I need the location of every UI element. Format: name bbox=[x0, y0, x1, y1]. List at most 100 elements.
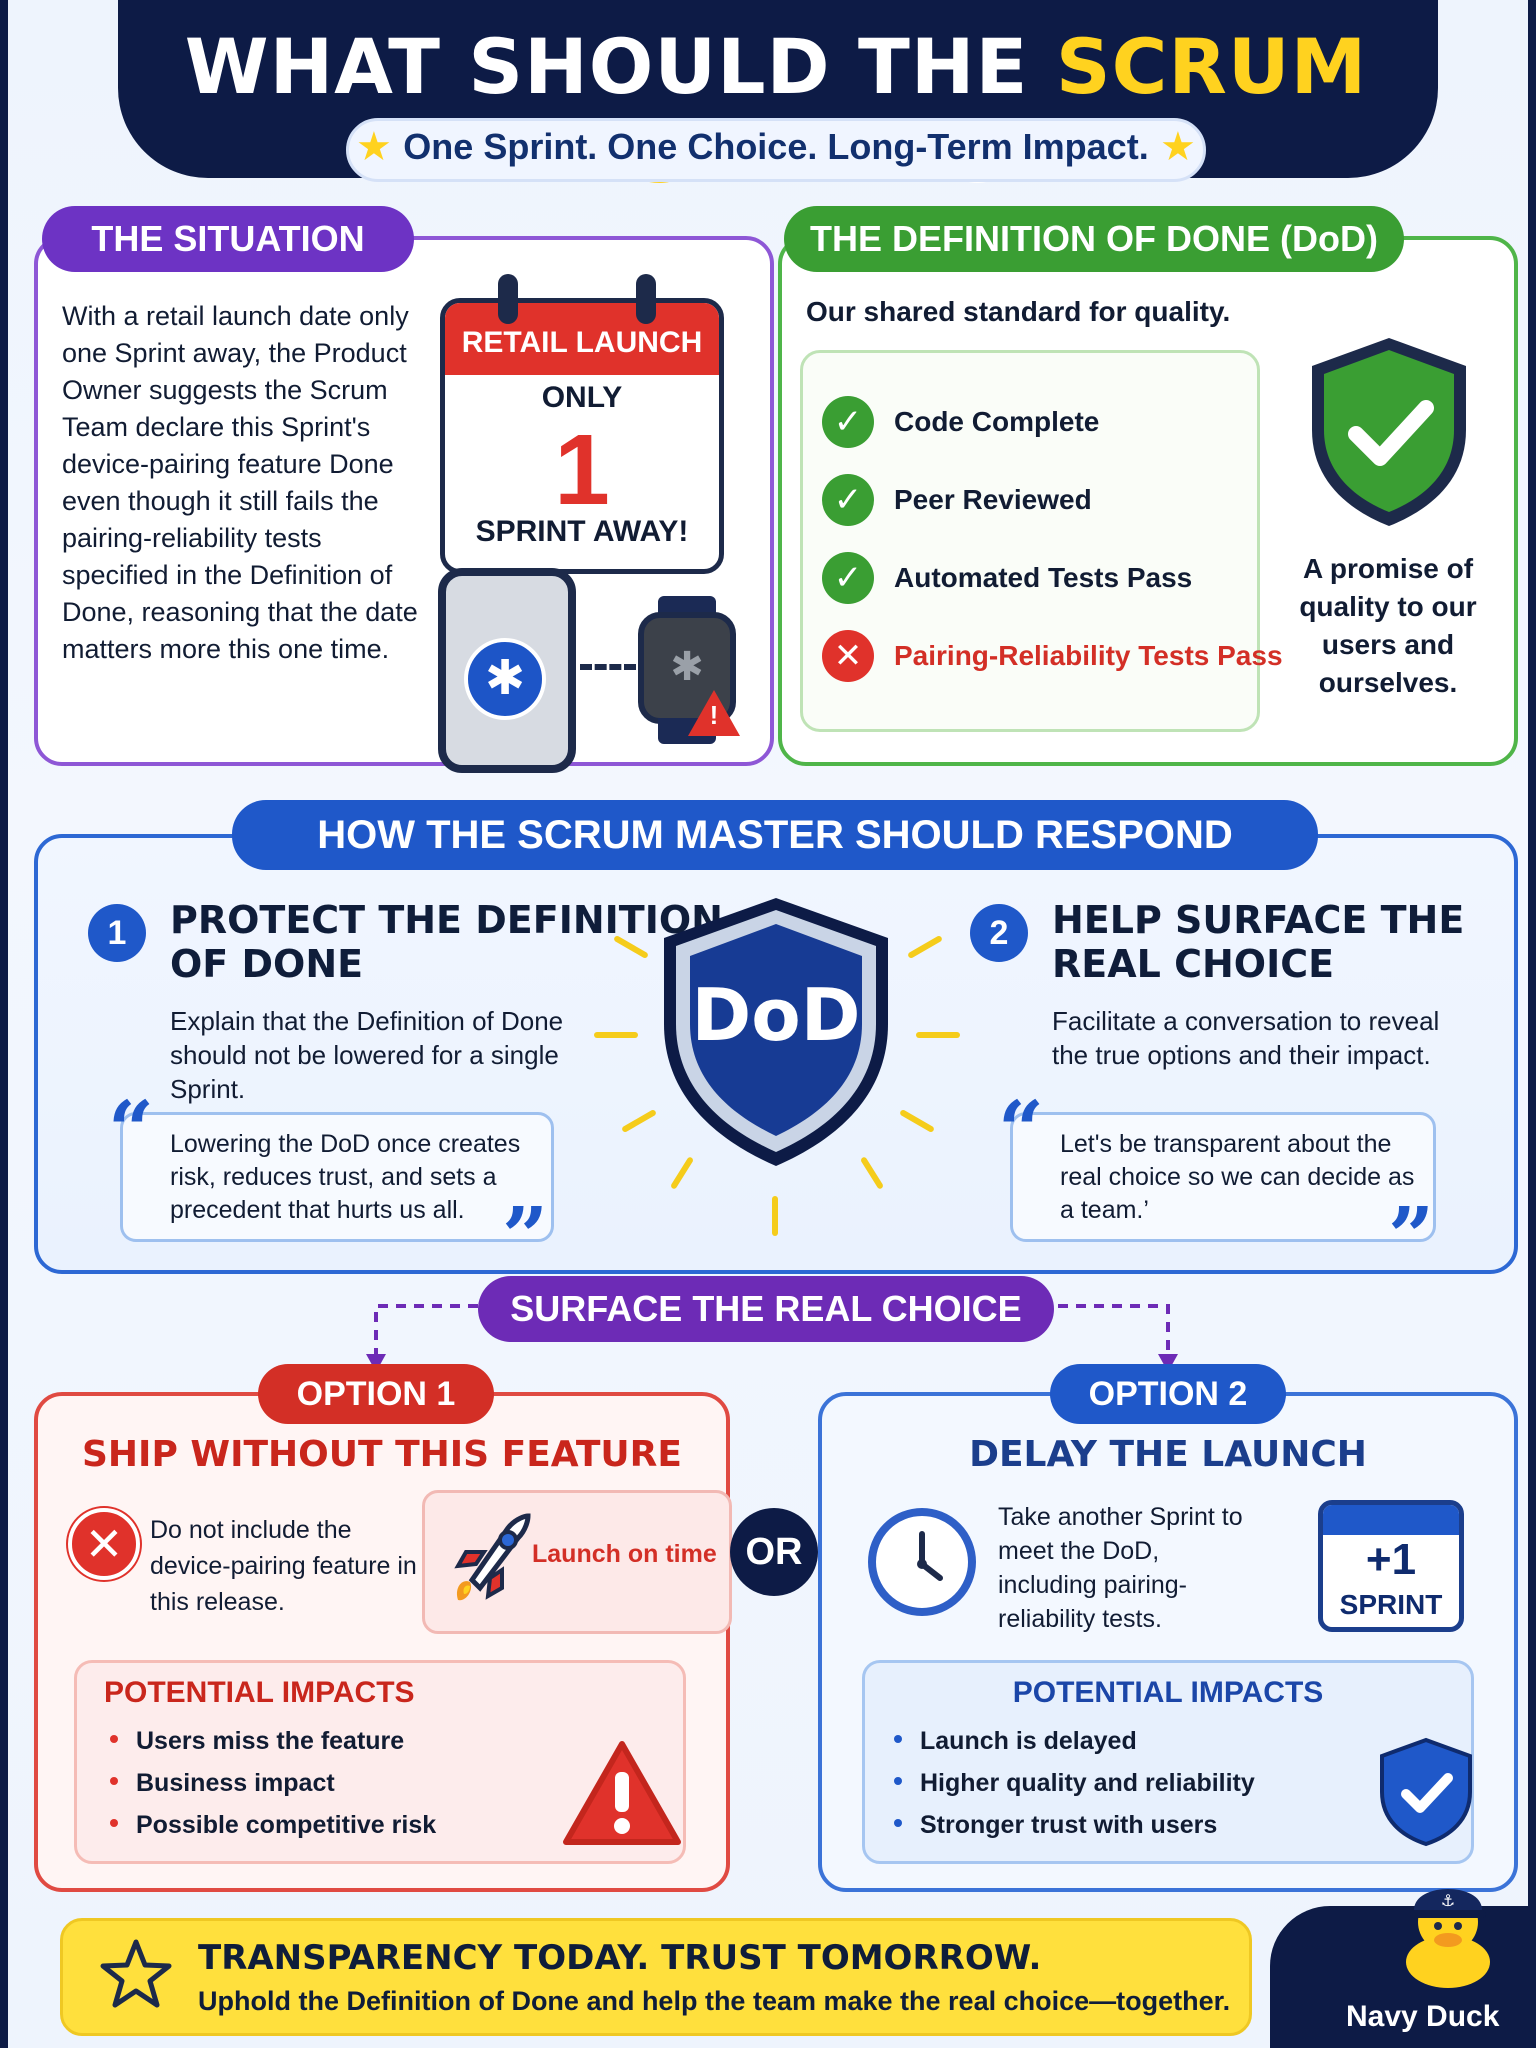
bullet bbox=[894, 1819, 902, 1828]
subtitle-pill bbox=[346, 118, 1206, 182]
option-2-heading: DELAY THE LAUNCH bbox=[969, 1434, 1367, 1475]
checklist-label: Code Complete bbox=[894, 406, 1100, 437]
dod-subtitle: Our shared standard for quality. bbox=[806, 296, 1231, 327]
step-2-quote: Let's be transparent about the real choi… bbox=[1060, 1130, 1415, 1224]
warning-icon bbox=[563, 1741, 681, 1845]
step-2-heading-line1: HELP SURFACE THE bbox=[1052, 898, 1465, 942]
shield-check-icon bbox=[1380, 1737, 1472, 1847]
calendar-away: SPRINT AWAY! bbox=[475, 515, 689, 548]
impact-text: Stronger trust with users bbox=[920, 1811, 1218, 1839]
dod-checklist bbox=[800, 350, 1260, 732]
list-item: Stronger trust with users bbox=[894, 1804, 1255, 1846]
checklist-item: ✓ Code Complete bbox=[822, 394, 1099, 450]
footer-banner bbox=[60, 1918, 1252, 2036]
list-item: Launch is delayed bbox=[894, 1720, 1255, 1762]
impact-text: Users miss the feature bbox=[136, 1727, 405, 1755]
calendar-ring bbox=[498, 274, 518, 324]
step-2-text: Facilitate a conversation to reveal the … bbox=[1052, 1006, 1440, 1070]
option-2-impacts-list: Launch is delayed Higher quality and rel… bbox=[894, 1720, 1255, 1846]
clock-icon bbox=[868, 1508, 976, 1616]
step-2-badge: 2 bbox=[970, 904, 1028, 962]
checklist-label: Pairing-Reliability Tests Pass bbox=[894, 640, 1283, 671]
calendar-header bbox=[1323, 1505, 1459, 1535]
checklist-label: Automated Tests Pass bbox=[894, 562, 1193, 593]
retail-launch-calendar: RETAIL LAUNCH ONLY 1 SPRINT AWAY! bbox=[440, 298, 724, 574]
list-item: Users miss the feature bbox=[110, 1720, 436, 1762]
warning-icon bbox=[688, 690, 740, 736]
respond-label: HOW THE SCRUM MASTER SHOULD RESPOND bbox=[232, 800, 1318, 870]
calendar-number: 1 bbox=[554, 414, 610, 526]
list-item: Possible competitive risk bbox=[110, 1804, 436, 1846]
option-1-heading: SHIP WITHOUT THIS FEATURE bbox=[82, 1434, 682, 1475]
checklist-item: ✓ Peer Reviewed bbox=[822, 472, 1092, 528]
option-1-text: Do not include the device-pairing featur… bbox=[150, 1516, 417, 1616]
choice-connector-arrows bbox=[366, 1304, 1178, 1372]
duck-icon: ⚓ bbox=[1406, 1889, 1490, 1988]
star-icon: ★ bbox=[356, 125, 392, 169]
check-icon: ✓ bbox=[822, 396, 874, 448]
dod-shield-text: DoD bbox=[692, 973, 861, 1057]
x-icon: ✕ bbox=[68, 1508, 140, 1580]
dod-label: THE DEFINITION OF DONE (DoD) bbox=[784, 206, 1404, 272]
checklist-item: ✕ Pairing-Reliability Tests Pass bbox=[822, 628, 1283, 684]
option-1-impacts-list: Users miss the feature Business impact P… bbox=[110, 1720, 436, 1846]
option-2-label: OPTION 2 bbox=[1050, 1364, 1286, 1424]
checklist-item: ✓ Automated Tests Pass bbox=[822, 550, 1192, 606]
surface-choice-label: SURFACE THE REAL CHOICE bbox=[478, 1276, 1054, 1342]
bullet bbox=[110, 1777, 118, 1786]
step-1-heading-line2: OF DONE bbox=[170, 942, 364, 986]
calendar-only: ONLY bbox=[541, 381, 623, 414]
impact-text: Launch is delayed bbox=[920, 1727, 1137, 1755]
step-1-heading-line1: PROTECT THE DEFINITION bbox=[170, 898, 723, 942]
bullet bbox=[894, 1735, 902, 1744]
dod-shield-icon: DoD bbox=[664, 898, 888, 1166]
situation-label: THE SITUATION bbox=[42, 206, 414, 272]
close-quote-icon: ” bbox=[1388, 1189, 1435, 1283]
impact-text: Business impact bbox=[136, 1769, 335, 1797]
title-part-a: WHAT SHOULD THE bbox=[184, 22, 1056, 111]
calendar-ring bbox=[636, 274, 656, 324]
list-item: Higher quality and reliability bbox=[894, 1762, 1255, 1804]
check-icon: ✓ bbox=[822, 474, 874, 526]
pairing-connection-line bbox=[580, 664, 636, 670]
step-1-badge: 1 bbox=[88, 904, 146, 962]
x-icon: ✕ bbox=[822, 630, 874, 682]
launch-callout-text: Launch on time bbox=[532, 1540, 717, 1568]
dod-promise: A promise of quality to our users and ou… bbox=[1299, 553, 1477, 698]
brand-corner bbox=[1270, 1906, 1528, 2048]
ray-decoration bbox=[772, 1196, 778, 1236]
option-1-impacts-title: POTENTIAL IMPACTS bbox=[104, 1676, 415, 1709]
list-item: Business impact bbox=[110, 1762, 436, 1804]
step-2-quote-box bbox=[1010, 1112, 1436, 1242]
checklist-label: Peer Reviewed bbox=[894, 484, 1092, 515]
calendar-icon: +1 SPRINT bbox=[1318, 1500, 1464, 1632]
step-1-heading: PROTECT THE DEFINITION OF DONE bbox=[170, 898, 723, 986]
warning-mark: ! bbox=[709, 700, 719, 730]
calendar-plus: +1 bbox=[1365, 1535, 1417, 1584]
step-2-heading-line2: REAL CHOICE bbox=[1052, 942, 1335, 986]
svg-text:⚓: ⚓ bbox=[1441, 1891, 1455, 1910]
smartwatch-icon: ✱ bbox=[638, 612, 736, 724]
impact-text: Higher quality and reliability bbox=[920, 1769, 1255, 1797]
situation-text: With a retail launch date only one Sprin… bbox=[62, 301, 418, 664]
bullet bbox=[894, 1777, 902, 1786]
step-1-quote-box bbox=[120, 1112, 554, 1242]
check-icon: ✓ bbox=[822, 552, 874, 604]
bluetooth-icon: ✱ bbox=[464, 638, 546, 720]
calendar-sprint: SPRINT bbox=[1339, 1589, 1443, 1620]
open-quote-icon: “ bbox=[998, 1083, 1045, 1177]
calendar-header: RETAIL LAUNCH bbox=[445, 303, 719, 375]
impact-text: Possible competitive risk bbox=[136, 1811, 437, 1839]
clock-hands bbox=[917, 1531, 943, 1581]
ray-decoration bbox=[594, 1032, 638, 1038]
bullet bbox=[110, 1735, 118, 1744]
page-subtitle: One Sprint. One Choice. Long-Term Impact… bbox=[403, 126, 1149, 167]
option-2-impacts-title: POTENTIAL IMPACTS bbox=[1012, 1676, 1324, 1709]
star-icon bbox=[100, 1939, 172, 2008]
or-separator: OR bbox=[730, 1508, 818, 1596]
brand-name: Navy Duck bbox=[1346, 2000, 1500, 2033]
option-2-text: Take another Sprint to meet the DoD, inc… bbox=[998, 1503, 1243, 1633]
footer-heading: TRANSPARENCY TODAY. TRUST TOMORROW. bbox=[198, 1938, 1042, 1978]
star-icon: ★ bbox=[1160, 125, 1196, 169]
